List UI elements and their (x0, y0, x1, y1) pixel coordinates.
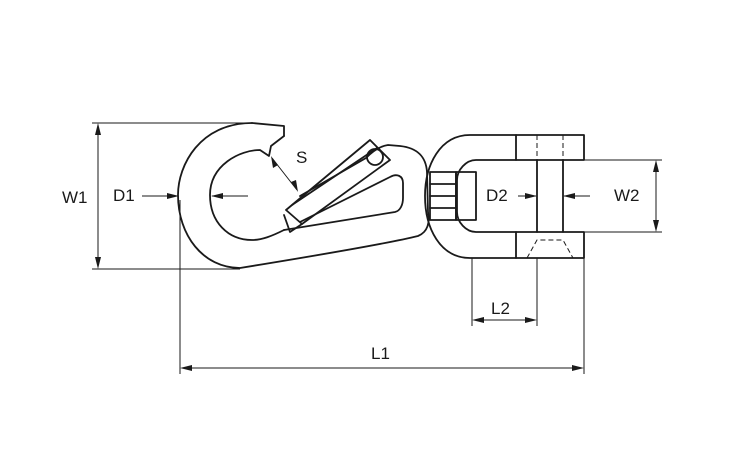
l2-arrow-right (525, 317, 537, 323)
jaw-inner (456, 159, 517, 233)
latch-body (285, 139, 391, 225)
d2-arrow-right (563, 193, 575, 199)
w1-arrow-top (95, 123, 101, 135)
hook-outer-contour (177, 122, 430, 269)
w2-arrow-top (653, 160, 659, 172)
dimension-s (271, 156, 298, 192)
dimension-d2 (518, 193, 590, 199)
latch-inner-line (291, 147, 378, 206)
label-w2: W2 (614, 186, 640, 205)
label-s: S (296, 148, 307, 167)
label-l1: L1 (371, 344, 390, 363)
jaw-outer (424, 134, 517, 259)
label-w1: W1 (62, 188, 88, 207)
jaw-top-plate (515, 134, 585, 161)
label-d2: D2 (486, 186, 508, 205)
pin-hidden-countersink (526, 239, 574, 259)
dimension-l2 (471, 258, 538, 326)
d1-arrow-right (211, 193, 223, 199)
l1-arrow-right (572, 365, 584, 371)
latch-end (283, 214, 303, 233)
dimension-d1 (142, 193, 248, 199)
l1-arrow-left (180, 365, 192, 371)
latch-pivot-pin (366, 148, 384, 166)
label-d1: D1 (113, 186, 135, 205)
hook-spine-line (283, 174, 404, 231)
s-arrow-bottom (291, 180, 298, 192)
w2-arrow-bottom (653, 220, 659, 232)
l2-arrow-left (472, 317, 484, 323)
hook-tip (251, 122, 285, 137)
dimension-l1 (179, 200, 585, 374)
latch-gate (283, 139, 391, 233)
w1-arrow-bottom (95, 257, 101, 269)
d1-arrow-left (167, 193, 179, 199)
d2-arrow-left (525, 193, 537, 199)
s-arrow-top (271, 156, 278, 168)
dimension-w2 (584, 159, 662, 233)
hook-inner-contour (209, 135, 285, 241)
hook-body (177, 122, 430, 269)
jaw-bottom-plate (515, 231, 585, 259)
swivel-assembly (424, 134, 585, 259)
label-l2: L2 (491, 299, 510, 318)
dimension-w1 (92, 122, 252, 270)
swivel-hex-nut (455, 171, 477, 221)
